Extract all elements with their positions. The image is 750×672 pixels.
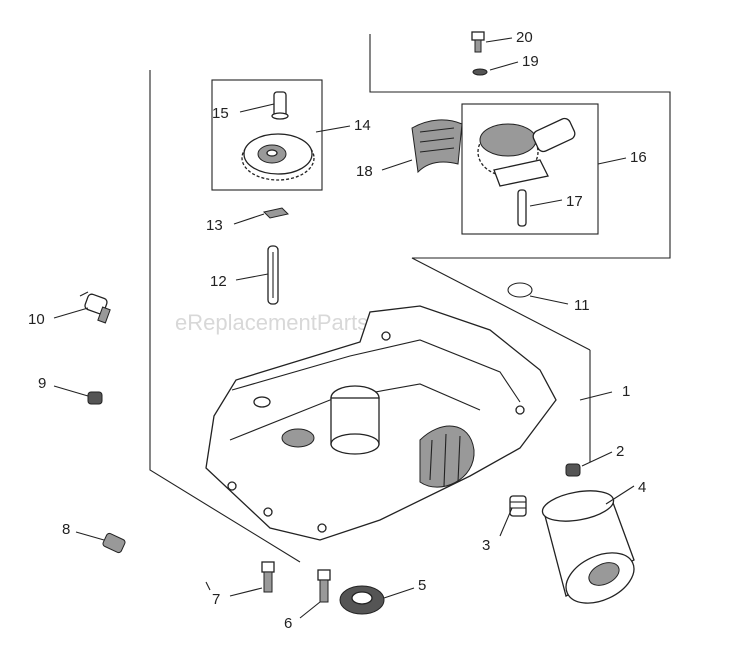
callout-8: 8 bbox=[62, 521, 70, 538]
part-17-pin bbox=[517, 189, 527, 227]
part-12-shaft bbox=[267, 245, 279, 305]
callout-20: 20 bbox=[516, 29, 533, 46]
box-gear-assembly bbox=[211, 79, 323, 191]
callout-17: 17 bbox=[566, 193, 583, 210]
callout-13: 13 bbox=[206, 217, 223, 234]
group-outline-main bbox=[149, 34, 671, 563]
callout-labels: 1 2 3 4 5 6 7 8 9 10 11 12 13 14 15 16 1… bbox=[28, 29, 647, 632]
part-3-nipple bbox=[509, 495, 527, 517]
part-9-plug bbox=[87, 391, 103, 405]
callout-9: 9 bbox=[38, 375, 46, 392]
callout-7: 7 bbox=[212, 591, 220, 608]
callout-2: 2 bbox=[616, 443, 624, 460]
part-6-bolt bbox=[317, 569, 331, 603]
part-15-pin bbox=[271, 91, 289, 120]
part-16-oil-pump bbox=[477, 117, 576, 187]
part-13-key bbox=[263, 207, 289, 219]
part-1-oil-pan bbox=[205, 305, 557, 541]
part-8-plug bbox=[102, 532, 126, 554]
part-14-gear bbox=[241, 133, 315, 181]
part-5-seal bbox=[339, 585, 385, 615]
part-2-plug bbox=[565, 463, 581, 477]
callout-10: 10 bbox=[28, 311, 45, 328]
callout-12: 12 bbox=[210, 273, 227, 290]
callout-6: 6 bbox=[284, 615, 292, 632]
callout-18: 18 bbox=[356, 163, 373, 180]
part-18-screen bbox=[411, 119, 463, 174]
callout-14: 14 bbox=[354, 117, 371, 134]
callout-11: 11 bbox=[574, 297, 590, 314]
callout-16: 16 bbox=[630, 149, 647, 166]
part-19-washer bbox=[472, 68, 488, 76]
part-7-bolt bbox=[261, 561, 275, 593]
callout-4: 4 bbox=[638, 479, 646, 496]
callout-5: 5 bbox=[418, 577, 426, 594]
part-10-oil-sensor bbox=[79, 291, 111, 324]
box-oil-pump-assembly bbox=[461, 103, 599, 235]
part-4-oil-filter bbox=[541, 490, 635, 604]
callout-19: 19 bbox=[522, 53, 539, 70]
callout-15: 15 bbox=[212, 105, 229, 122]
part-20-bolt bbox=[471, 31, 485, 53]
callout-3: 3 bbox=[482, 537, 490, 554]
callout-1: 1 bbox=[622, 383, 630, 400]
part-11-o-ring bbox=[507, 282, 533, 298]
leader-lines bbox=[53, 37, 635, 619]
